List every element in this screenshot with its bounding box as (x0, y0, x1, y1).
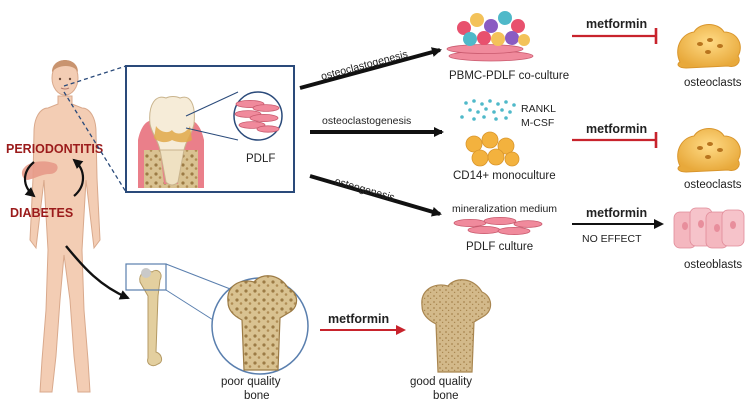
pdlf-culture-cells (453, 216, 543, 235)
culture-label-3: PDLF culture (466, 241, 533, 253)
process-label-2: osteoclastogenesis (322, 115, 411, 127)
culture-label-2: CD14+ monoculture (453, 170, 556, 182)
process-label-3: osteogenesis (333, 175, 396, 204)
culture-label-1: PBMC-PDLF co-culture (449, 70, 569, 82)
femur-zoom-box (125, 263, 167, 291)
arrow-body-to-bone (65, 245, 130, 300)
arrow-to-coculture (299, 47, 442, 90)
before-label-line1: poor quality (221, 376, 281, 388)
medium-label: mineralization medium (452, 203, 557, 215)
pdlf-label: PDLF (246, 153, 275, 165)
osteoclast-icon-2 (677, 128, 741, 173)
tooth-inset: PDLF (125, 65, 295, 193)
rankl-mcsf-dots (460, 99, 516, 121)
cycle-arrow-up (72, 158, 85, 197)
drug-label-1: metformin (586, 17, 647, 31)
zoom-line-bottom (63, 91, 127, 193)
osteoblast-icon (673, 207, 745, 249)
cycle-arrow-down (23, 161, 36, 198)
poor-quality-bone (211, 275, 309, 375)
drug-label-2: metformin (586, 122, 647, 136)
pdlf-cells (234, 100, 280, 133)
cd14-monocytes (465, 131, 520, 167)
femur-zoom-line-top (165, 263, 239, 293)
outcome-label-2: osteoclasts (684, 179, 742, 191)
arrow-to-pdlf-culture (309, 174, 442, 217)
factor-label-mcsf: M-CSF (521, 117, 554, 129)
human-figure (21, 60, 101, 393)
factor-label-rankl: RANKL (521, 103, 556, 115)
good-quality-bone (421, 279, 492, 373)
after-label-line2: bone (433, 390, 459, 402)
osteoclast-icon-1 (677, 24, 741, 69)
periodontitis-label: PERIODONTITIS (6, 142, 103, 156)
process-label-1: osteoclastogenesis (320, 48, 409, 83)
after-label-line1: good quality (410, 376, 472, 388)
outcome-label-3: osteoblasts (684, 259, 742, 271)
pbmc-pdlf-coculture (446, 11, 534, 62)
zoom-line-top (63, 65, 127, 87)
diabetes-label: DIABETES (10, 206, 73, 220)
before-label-line2: bone (244, 390, 270, 402)
effect-label: NO EFFECT (582, 233, 642, 245)
femur-icon (125, 263, 167, 367)
drug-label-3: metformin (586, 206, 647, 220)
drug-label-bone: metformin (328, 312, 389, 326)
outcome-label-1: osteoclasts (684, 77, 742, 89)
